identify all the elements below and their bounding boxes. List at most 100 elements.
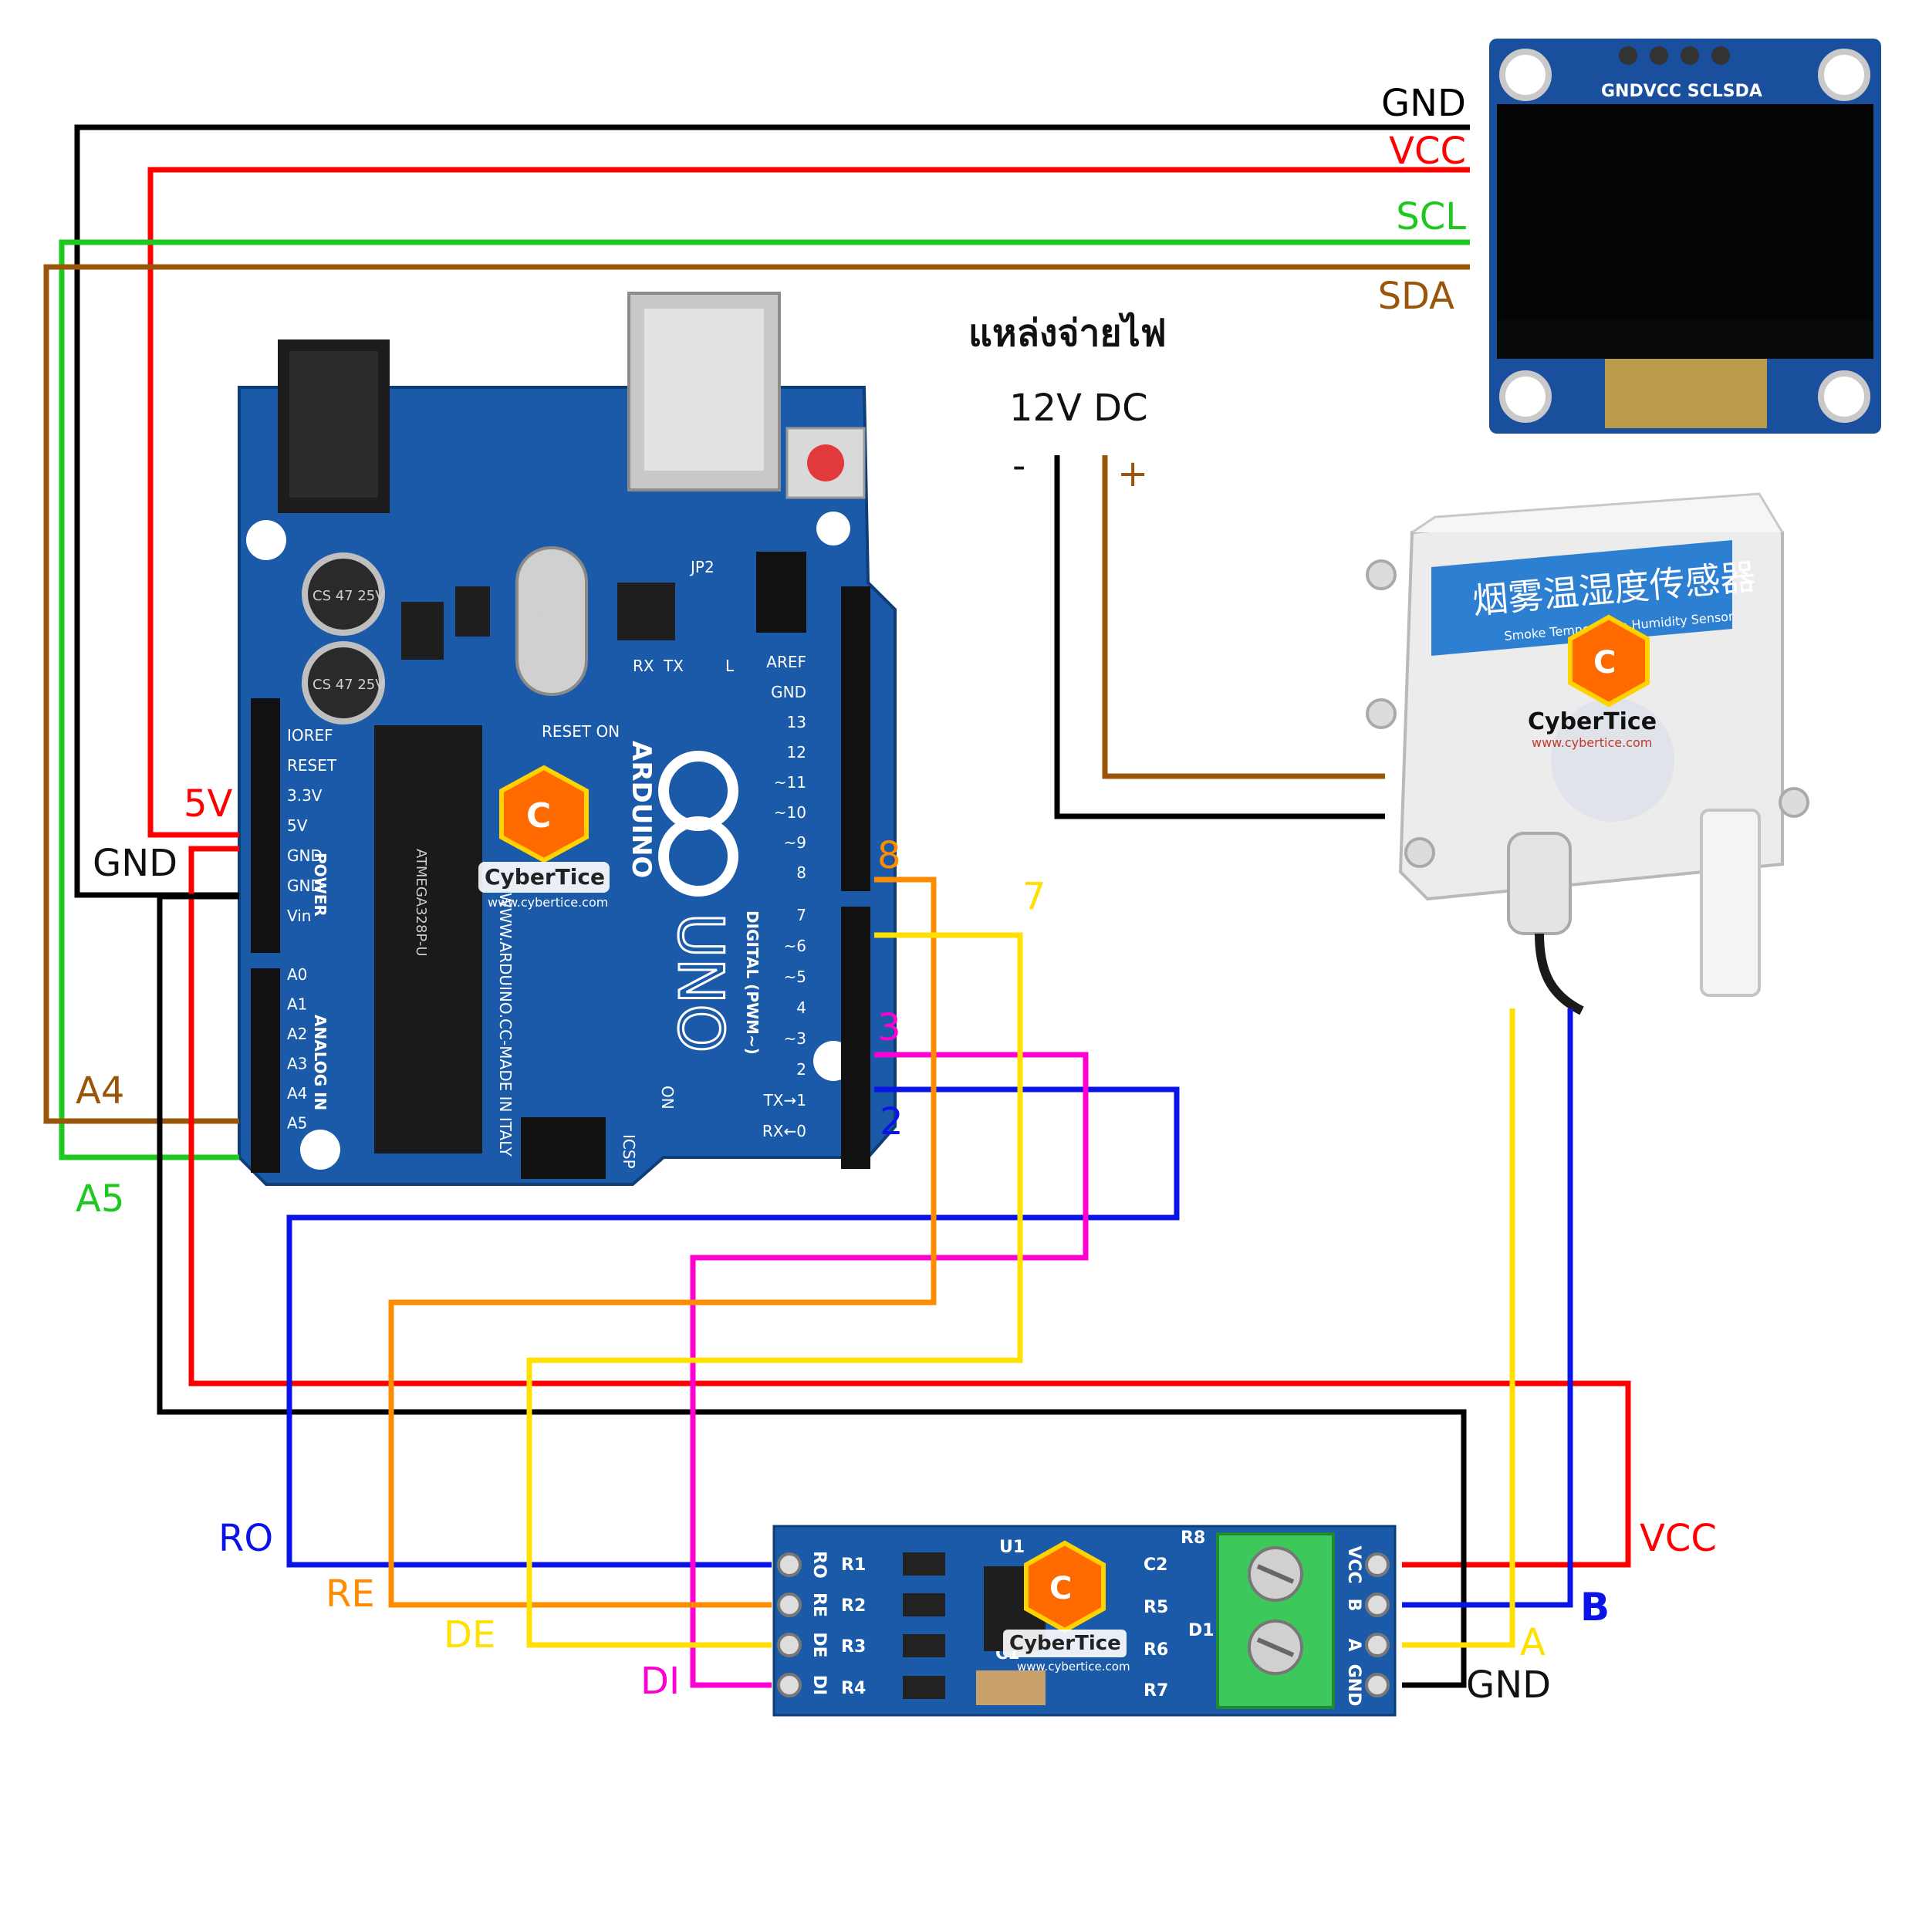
- power-supply-voltage: 12V DC: [1009, 387, 1148, 430]
- rs485-part-label: U1: [999, 1538, 1025, 1557]
- svg-text:CS 47 25V: CS 47 25V: [312, 588, 385, 604]
- label-d2: 2: [880, 1100, 904, 1143]
- digital-pin-label: ~6: [784, 937, 806, 955]
- label-gnd-right: GND: [1466, 1663, 1551, 1707]
- arduino-site: WWW.ARDUINO.CC-MADE IN ITALY: [496, 893, 515, 1157]
- wire-oled-vcc: [147, 167, 1470, 838]
- analog-header: [251, 968, 280, 1173]
- power-pin-label: GND: [287, 876, 323, 895]
- cable-gland: [1507, 832, 1572, 935]
- rs485-left-pin-label: RO: [809, 1551, 829, 1579]
- svg-text:ATMEGA328P-U: ATMEGA328P-U: [413, 849, 429, 957]
- label-a4: A4: [76, 1069, 124, 1113]
- reset-button: [785, 427, 866, 499]
- label-vcc-right: VCC: [1640, 1517, 1717, 1560]
- svg-text:JP2: JP2: [689, 558, 715, 576]
- power-pin-label: Vin: [287, 907, 311, 925]
- power-supply-minus: -: [1012, 444, 1025, 488]
- rs485-left-pin-header: [777, 1552, 802, 1697]
- rs485-part-label: R2: [841, 1596, 866, 1616]
- rs485-part-labels: R1R2R3R4U1C2R5R6R7R8D1C1: [841, 1528, 1214, 1701]
- power-pin-label: 3.3V: [287, 786, 323, 805]
- label-d7: 7: [1022, 875, 1046, 918]
- arduino-cybertice-badge: C CyberTice www.cybertice.com: [478, 765, 610, 910]
- digital-pin-label: 12: [787, 743, 806, 762]
- rs485-part-label: D1: [1188, 1621, 1214, 1640]
- analog-pin-label: A4: [287, 1084, 307, 1103]
- digital-pin-label: ~9: [784, 833, 806, 852]
- power-pin-label: IOREF: [287, 726, 333, 745]
- label-d3: 3: [877, 1006, 901, 1049]
- svg-text:RESET ON: RESET ON: [542, 722, 620, 741]
- wire-rs485-b: [1402, 1008, 1573, 1608]
- svg-text:C: C: [1049, 1571, 1072, 1606]
- rs485-right-pin-label: VCC: [1344, 1545, 1363, 1583]
- rs485-left-pin-label: DI: [809, 1675, 829, 1695]
- label-oled-gnd: GND: [1381, 82, 1466, 125]
- label-a5: A5: [76, 1177, 124, 1221]
- digital-pin-label: 7: [796, 906, 806, 924]
- arduino-brand: ARDUINO: [626, 741, 657, 878]
- svg-text:CS 47 25V: CS 47 25V: [312, 677, 385, 693]
- svg-text:CyberTice: CyberTice: [1528, 708, 1657, 735]
- svg-text:C: C: [526, 796, 551, 836]
- rs485-part-label: C2: [1144, 1555, 1167, 1575]
- label-re: RE: [326, 1572, 375, 1616]
- smoke-sensor: 烟雾温湿度传感器 Smoke Temperature Humidity Sens…: [1366, 492, 1809, 1015]
- arduino-model: UNO: [664, 913, 736, 1052]
- oled-pin-labels: GNDVCC SCLSDA: [1601, 82, 1762, 101]
- label-5v: 5V: [184, 782, 233, 826]
- svg-text:www.cybertice.com: www.cybertice.com: [488, 895, 608, 910]
- svg-text:L: L: [725, 657, 735, 675]
- wire-oled-scl: [59, 239, 1470, 1160]
- digital-pin-label: 13: [787, 713, 806, 731]
- wire-d3-di: [690, 1052, 1089, 1688]
- svg-text:TX: TX: [663, 657, 684, 675]
- wire-d7-de: [526, 932, 1023, 1648]
- analog-pin-label: A1: [287, 995, 307, 1014]
- rs485-left-pin-label: DE: [809, 1632, 829, 1657]
- sensor-cybertice-badge: C CyberTice www.cybertice.com: [1528, 614, 1657, 750]
- digital-pin-label: ~11: [774, 773, 806, 792]
- rs485-part-label: R7: [1144, 1681, 1168, 1701]
- rs485-part-label: R4: [841, 1679, 866, 1698]
- wires: [43, 124, 1631, 1688]
- digital-pin-label: GND: [771, 683, 806, 701]
- digital-pin-label: ~10: [774, 803, 806, 822]
- rs485-right-pin-label: B: [1344, 1599, 1363, 1612]
- arduino-logo-icon: [658, 751, 738, 897]
- wire-supply-plus: [1102, 455, 1385, 779]
- svg-text:16.000: 16.000: [529, 602, 545, 650]
- label-gnd-left: GND: [93, 842, 177, 885]
- label-oled-sda: SDA: [1378, 275, 1455, 318]
- icsp-header: [521, 1117, 606, 1179]
- digital-pin-label: 4: [796, 998, 806, 1017]
- rs485-right-pin-label: A: [1344, 1638, 1363, 1651]
- digital-pin-label: 2: [796, 1060, 806, 1079]
- svg-text:DIGITAL (PWM~): DIGITAL (PWM~): [743, 910, 762, 1055]
- capacitor-1: [302, 552, 385, 636]
- humidity-probe: [1700, 809, 1761, 997]
- rs485-right-pin-header: [1365, 1552, 1390, 1697]
- svg-text:ON: ON: [658, 1086, 677, 1110]
- svg-text:RX: RX: [633, 657, 654, 675]
- svg-text:www.cybertice.com: www.cybertice.com: [1017, 1660, 1130, 1674]
- svg-text:www.cybertice.com: www.cybertice.com: [1532, 735, 1652, 750]
- rs485-part-label: R1: [841, 1555, 866, 1575]
- wire-rs485-a: [1402, 1008, 1515, 1648]
- rs485-cybertice-badge: C CyberTice www.cybertice.com: [1003, 1540, 1130, 1674]
- power-supply-plus: +: [1117, 452, 1148, 495]
- label-di: DI: [640, 1660, 680, 1703]
- digital-pin-label: AREF: [766, 653, 806, 671]
- wire-gnd: [157, 893, 1467, 1688]
- digital-pin-label: TX→1: [763, 1091, 806, 1110]
- svg-text:ICSP: ICSP: [620, 1134, 638, 1169]
- power-pin-label: RESET: [287, 756, 337, 775]
